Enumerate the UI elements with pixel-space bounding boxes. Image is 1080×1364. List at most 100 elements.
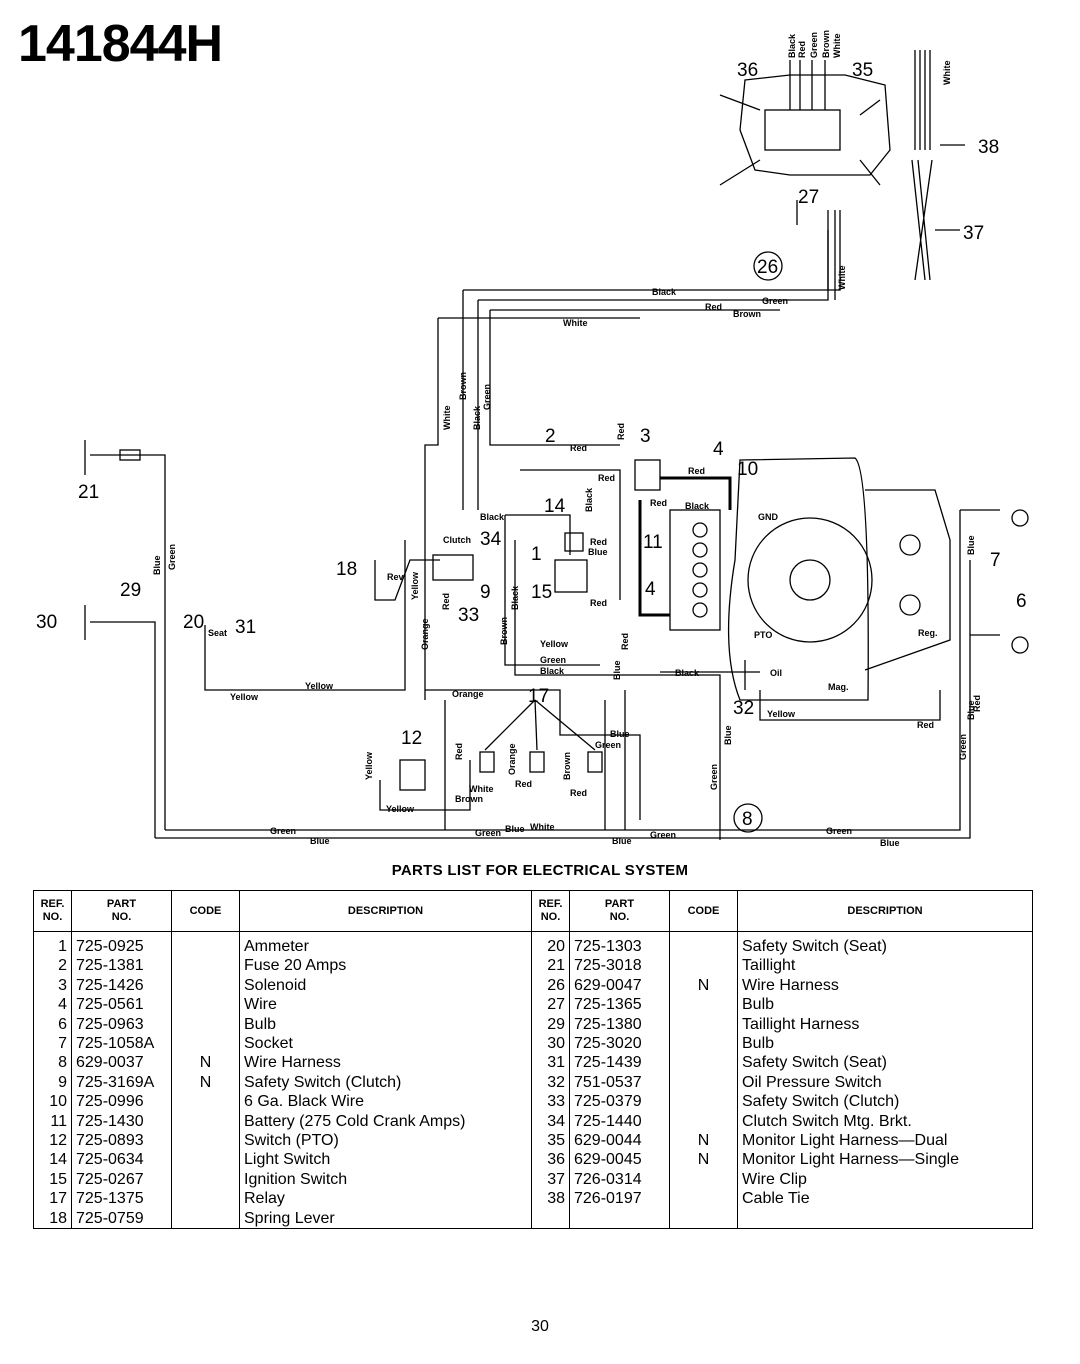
cell-part: 725-1375 bbox=[71, 1189, 172, 1209]
wire-label: Yellow bbox=[386, 804, 415, 814]
ref-no-header: REF.NO. bbox=[33, 890, 72, 932]
wire-label: Red bbox=[688, 466, 705, 476]
callout-circle bbox=[753, 251, 783, 281]
cell-desc: Clutch Switch Mtg. Brkt. bbox=[737, 1111, 1033, 1132]
cell-ref: 11 bbox=[33, 1111, 72, 1132]
wire-label: Black bbox=[675, 668, 700, 678]
cell-ref: 34 bbox=[531, 1111, 570, 1132]
cell-code bbox=[171, 1111, 240, 1132]
cell-desc: Solenoid bbox=[239, 975, 532, 996]
cell-part: 725-0759 bbox=[71, 1208, 172, 1230]
cell-desc: Wire Clip bbox=[737, 1169, 1033, 1190]
cell-part: 725-1303 bbox=[569, 931, 670, 957]
wire-label: Brown bbox=[562, 752, 572, 780]
wire-label: Blue bbox=[966, 700, 976, 720]
wire-label: Blue bbox=[588, 547, 608, 557]
description-header: DESCRIPTION bbox=[737, 890, 1033, 932]
cell-desc: Socket bbox=[239, 1034, 532, 1054]
page-title: 141844H bbox=[18, 15, 223, 73]
ref-no-header: REF.NO. bbox=[531, 890, 570, 932]
cell-ref: 2 bbox=[33, 956, 72, 976]
cell-desc: Monitor Light Harness—Dual bbox=[737, 1131, 1033, 1151]
description-header: DESCRIPTION bbox=[239, 890, 532, 932]
callout-number: 18 bbox=[336, 559, 357, 580]
wire-label: Blue bbox=[723, 725, 733, 745]
callout-number: 6 bbox=[1016, 591, 1027, 612]
callout-number: 33 bbox=[458, 605, 479, 626]
callout-number: 20 bbox=[183, 612, 204, 633]
cell-code bbox=[669, 931, 738, 957]
wire-label: Blue bbox=[610, 729, 630, 739]
wire-label: Red bbox=[917, 720, 934, 730]
callout-number: 26 bbox=[757, 257, 778, 278]
cell-code bbox=[171, 1150, 240, 1170]
wire-label: Blue bbox=[612, 660, 622, 680]
cell-part: 725-1426 bbox=[71, 975, 172, 996]
callout-number: 1 bbox=[531, 544, 542, 565]
cell-code bbox=[171, 1208, 240, 1230]
cell-ref: 35 bbox=[531, 1131, 570, 1151]
callout-number: 11 bbox=[643, 532, 663, 553]
wire-label: White bbox=[530, 822, 555, 832]
parts-list-title: PARTS LIST FOR ELECTRICAL SYSTEM bbox=[391, 862, 689, 879]
wire-label: Green bbox=[595, 740, 621, 750]
wire-label: Black bbox=[540, 666, 565, 676]
cell-code bbox=[669, 1034, 738, 1054]
cell-part: 725-0925 bbox=[71, 931, 172, 957]
cell-desc: Bulb bbox=[737, 1034, 1033, 1054]
wire-label: Clutch bbox=[443, 535, 471, 545]
wiring-diagram: Black Red Green White Brown White Red Bl… bbox=[36, 30, 1029, 848]
wire-label: Black bbox=[652, 287, 677, 297]
wire-label: Red bbox=[972, 695, 982, 712]
cell-code bbox=[171, 1131, 240, 1151]
wire-label: Red bbox=[441, 593, 451, 610]
cell-ref: 9 bbox=[33, 1072, 72, 1093]
cell-code bbox=[171, 1034, 240, 1054]
wire-label: Black bbox=[472, 405, 482, 430]
cell-code bbox=[171, 995, 240, 1015]
cell-code bbox=[171, 1169, 240, 1190]
wire-label: Green bbox=[709, 764, 719, 790]
wire-label: Blue bbox=[505, 824, 525, 834]
cell-part: 725-1440 bbox=[569, 1111, 670, 1132]
wire-label: Oil bbox=[770, 668, 782, 678]
cell-code bbox=[171, 1092, 240, 1112]
cell-ref: 1 bbox=[33, 931, 72, 957]
cell-code bbox=[669, 995, 738, 1015]
wire-label: White bbox=[837, 266, 847, 291]
cell-ref bbox=[531, 1208, 570, 1230]
cell-desc: 6 Ga. Black Wire bbox=[239, 1092, 532, 1112]
cell-part: 751-0537 bbox=[569, 1072, 670, 1093]
cell-code: N bbox=[171, 1072, 240, 1093]
cell-part: 629-0045 bbox=[569, 1150, 670, 1170]
wiring-diagram-svg: Black Red Green White Brown White Red Bl… bbox=[36, 30, 1029, 848]
cell-part: 629-0047 bbox=[569, 975, 670, 996]
wire-label: Blue bbox=[152, 555, 162, 575]
cell-code bbox=[171, 975, 240, 996]
cell-part: 725-1381 bbox=[71, 956, 172, 976]
wire-label: Red bbox=[454, 743, 464, 760]
cell-desc: Wire Harness bbox=[737, 975, 1033, 996]
cell-ref: 21 bbox=[531, 956, 570, 976]
wire-label: Brown bbox=[455, 794, 483, 804]
cell-part bbox=[569, 1208, 670, 1230]
code-header: CODE bbox=[669, 890, 738, 932]
cell-desc: Light Switch bbox=[239, 1150, 532, 1170]
callout-number: 10 bbox=[737, 459, 758, 480]
wire-label: Blue bbox=[310, 836, 330, 846]
callout-number: 14 bbox=[544, 496, 566, 517]
cell-part: 725-0379 bbox=[569, 1092, 670, 1112]
wire-label: Black bbox=[685, 501, 710, 511]
cell-desc: Battery (275 Cold Crank Amps) bbox=[239, 1111, 532, 1132]
callout-number: 7 bbox=[990, 550, 1001, 571]
cell-desc: Spring Lever bbox=[239, 1208, 532, 1230]
wire-label: Red bbox=[620, 633, 630, 650]
cell-code: N bbox=[171, 1053, 240, 1073]
wire-label: White bbox=[942, 61, 952, 86]
